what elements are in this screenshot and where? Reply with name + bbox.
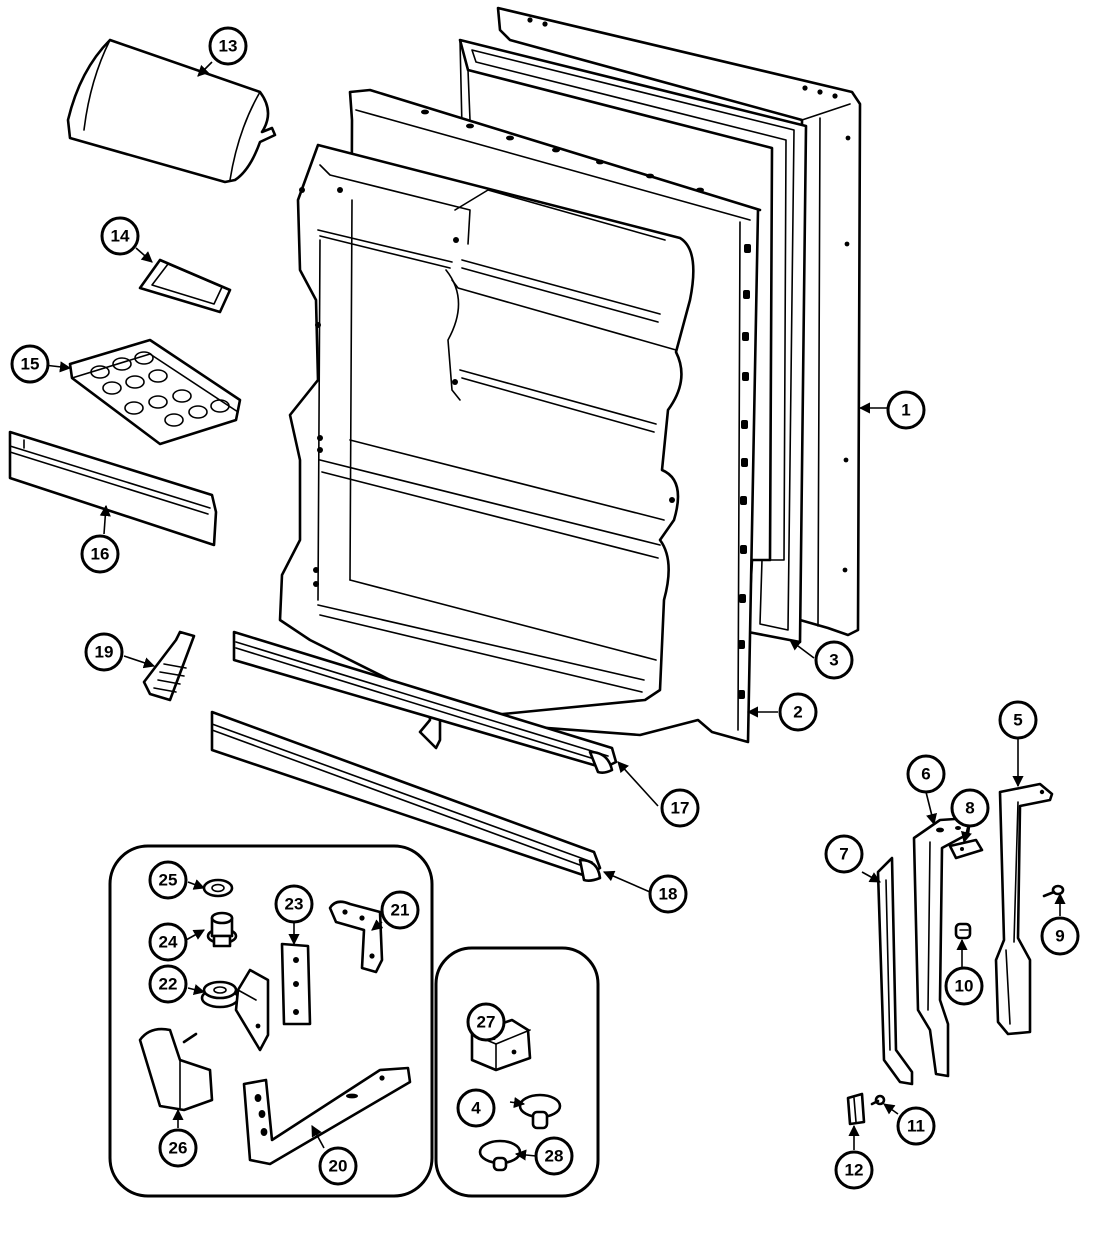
svg-text:16: 16 (91, 545, 110, 564)
door-shelf-bar-middle (232, 630, 618, 774)
callout-27: 27 (466, 1002, 506, 1042)
svg-text:2: 2 (793, 703, 802, 722)
svg-text:12: 12 (845, 1161, 864, 1180)
svg-text:21: 21 (391, 901, 410, 920)
callout-13: 13 (208, 26, 248, 66)
plug-kit-box (434, 946, 600, 1198)
svg-text:14: 14 (111, 227, 130, 246)
hinge-bushing (200, 980, 240, 1009)
svg-text:18: 18 (659, 885, 678, 904)
callout-4: 4 (456, 1088, 496, 1128)
door-shelf-bar-lower (210, 710, 602, 882)
callout-16: 16 (80, 534, 120, 574)
callout-1: 1 (886, 390, 926, 430)
svg-text:19: 19 (95, 643, 114, 662)
hinge-plate-small (328, 900, 384, 974)
callout-21: 21 (380, 890, 420, 930)
handle-trim-long (994, 782, 1054, 1036)
callout-22: 22 (148, 964, 188, 1004)
hinge-cover (138, 1027, 214, 1112)
callout-11: 11 (896, 1106, 936, 1146)
callouts: 1 2 3 4 5 6 7 8 9 10 11 12 13 14 15 16 1… (10, 26, 1080, 1190)
egg-cups (90, 351, 230, 427)
callout-15: 15 (10, 344, 50, 384)
svg-text:23: 23 (285, 895, 304, 914)
door-liner (278, 88, 762, 750)
callout-12: 12 (834, 1150, 874, 1190)
callout-18: 18 (648, 874, 688, 914)
egg-tray (68, 338, 242, 446)
svg-text:13: 13 (219, 37, 238, 56)
dairy-door (66, 38, 277, 184)
svg-text:15: 15 (21, 355, 40, 374)
svg-text:1: 1 (901, 401, 910, 420)
svg-text:8: 8 (965, 799, 974, 818)
callout-7: 7 (824, 834, 864, 874)
svg-text:17: 17 (671, 799, 690, 818)
plug-button (518, 1093, 562, 1130)
hinge-washer (202, 878, 234, 898)
callout-2: 2 (778, 692, 818, 732)
svg-text:6: 6 (921, 765, 930, 784)
callout-25: 25 (148, 860, 188, 900)
svg-text:11: 11 (907, 1117, 925, 1136)
callout-10: 10 (944, 966, 984, 1006)
hinge-pin (206, 911, 238, 948)
svg-text:20: 20 (329, 1157, 348, 1176)
svg-text:4: 4 (471, 1099, 481, 1118)
svg-text:22: 22 (159, 975, 178, 994)
butter-tray (138, 258, 232, 314)
svg-text:5: 5 (1013, 711, 1022, 730)
hinge-bracket (234, 968, 270, 1052)
callout-5: 5 (998, 700, 1038, 740)
svg-text:25: 25 (159, 871, 178, 890)
callout-19: 19 (84, 632, 124, 672)
small-screw (870, 1094, 886, 1106)
hinge-kit-box (108, 844, 434, 1198)
svg-text:9: 9 (1055, 927, 1064, 946)
svg-text:10: 10 (955, 977, 974, 996)
svg-text:24: 24 (159, 933, 178, 952)
bottom-hinge (242, 1066, 412, 1166)
callout-9: 9 (1040, 916, 1080, 956)
svg-text:27: 27 (477, 1013, 496, 1032)
svg-text:3: 3 (829, 651, 838, 670)
hinge-shim (280, 942, 312, 1026)
handle-strip (876, 856, 914, 1086)
trim-end-cap (846, 1092, 866, 1126)
callout-28: 28 (534, 1136, 574, 1176)
svg-text:7: 7 (839, 845, 848, 864)
callout-17: 17 (660, 788, 700, 828)
callout-3: 3 (814, 640, 854, 680)
shelf-end-cap (142, 630, 196, 702)
callout-26: 26 (158, 1128, 198, 1168)
door-shelf-bar-upper (8, 430, 218, 547)
leader-lines (43, 61, 1066, 1161)
callout-8: 8 (950, 788, 990, 828)
callout-24: 24 (148, 922, 188, 962)
callout-20: 20 (318, 1146, 358, 1186)
liner-mounting-holes (421, 109, 751, 699)
callout-14: 14 (100, 216, 140, 256)
hole-plug (478, 1139, 522, 1172)
handle-mount-plate (948, 838, 984, 860)
handle-clip (954, 922, 972, 940)
callout-23: 23 (274, 884, 314, 924)
svg-text:26: 26 (169, 1139, 188, 1158)
callout-6: 6 (906, 754, 946, 794)
svg-text:28: 28 (545, 1147, 564, 1166)
